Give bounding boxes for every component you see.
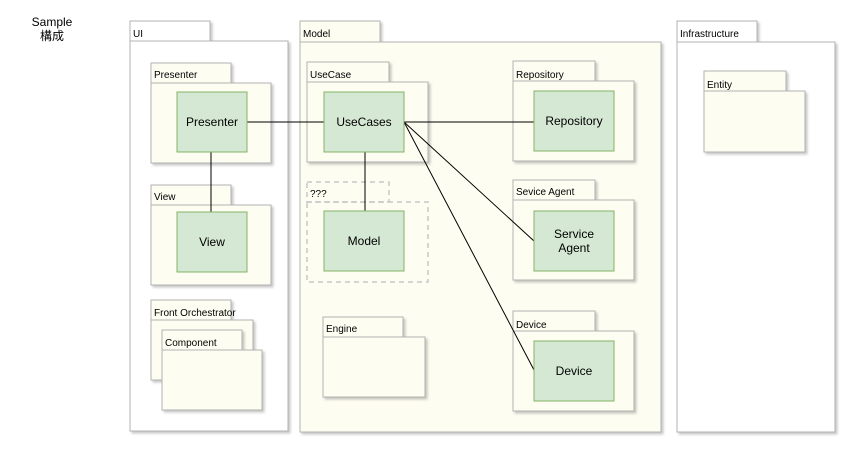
package-service-agent-label: Sevice Agent (516, 187, 575, 198)
package-engine-label: Engine (326, 324, 358, 335)
node-usecases[interactable]: UseCases (323, 91, 405, 153)
package-entity[interactable] (703, 70, 806, 153)
package-engine[interactable] (322, 316, 426, 398)
package-model-label: Model (303, 29, 330, 40)
node-view-label: View (199, 235, 225, 249)
node-service-agent-label-line2: Agent (558, 241, 590, 255)
package-usecase-label: UseCase (310, 70, 352, 81)
node-view[interactable]: View (176, 211, 248, 273)
node-presenter[interactable]: Presenter (176, 91, 248, 153)
node-device-label: Device (556, 364, 593, 378)
node-presenter-label: Presenter (186, 115, 238, 129)
diagram-title: Sample 構成 (32, 15, 73, 43)
node-repository[interactable]: Repository (533, 90, 615, 152)
package-ui-label: UI (133, 29, 143, 40)
package-unknown-label: ??? (310, 189, 327, 200)
title-line-2: 構成 (40, 29, 64, 43)
package-presenter-label: Presenter (154, 70, 198, 81)
node-model[interactable]: Model (323, 210, 405, 272)
package-view-label: View (154, 192, 176, 203)
package-component[interactable] (161, 329, 263, 411)
connectors (210, 121, 535, 371)
connector-usecases-service-agent (403, 121, 535, 242)
package-front-orchestrator-label: Front Orchestrator (154, 308, 236, 319)
package-infrastructure-label: Infrastructure (680, 29, 739, 40)
package-component-label: Component (165, 338, 217, 349)
title-line-1: Sample (32, 15, 73, 29)
node-service-agent-label-line1: Service (554, 227, 594, 241)
node-model-label: Model (348, 234, 381, 248)
node-device[interactable]: Device (533, 340, 615, 402)
package-unknown[interactable] (306, 181, 429, 283)
package-entity-label: Entity (707, 80, 732, 91)
package-repository-label: Repository (516, 70, 564, 81)
package-device-label: Device (516, 320, 547, 331)
node-repository-label: Repository (545, 114, 602, 128)
node-usecases-label: UseCases (336, 115, 391, 129)
node-service-agent[interactable]: Service Agent (533, 210, 615, 272)
connector-usecases-device (403, 121, 535, 371)
